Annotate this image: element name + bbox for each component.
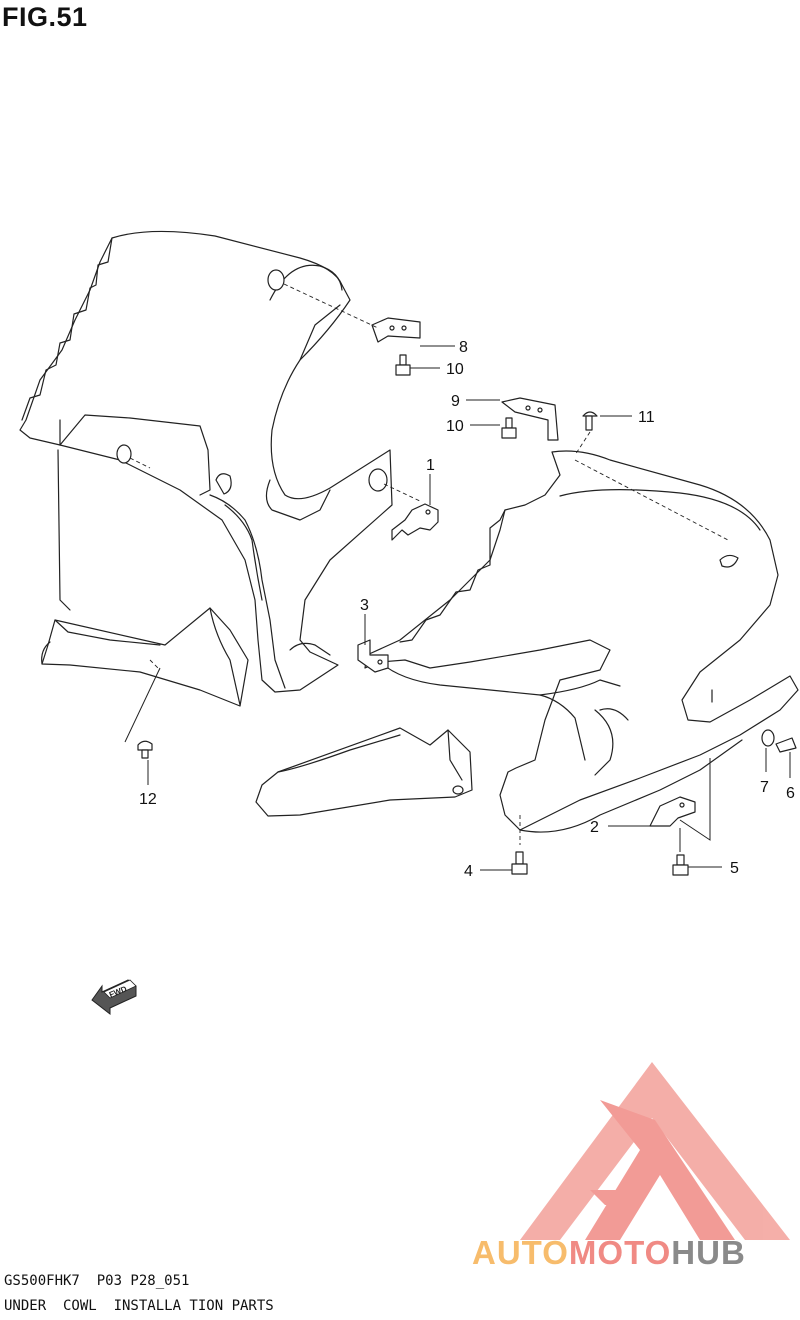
fwd-arrow-icon: FWD [91,979,137,1016]
callout-10-upper: 10 [446,361,464,378]
bracket-1 [391,503,439,541]
callout-3: 3 [360,597,369,614]
callout-11: 11 [638,409,655,426]
bolt-10-lower [501,417,517,439]
bolt-10-upper [395,354,411,376]
bolt-6 [775,737,797,753]
figure-title: FIG.51 [2,2,88,32]
callout-12: 12 [139,791,157,808]
nut-7 [761,729,775,747]
screw-12 [137,740,153,759]
bolt-5 [672,854,689,876]
callout-8: 8 [459,339,468,356]
diagram-caption: UNDER COWL INSTALLA TION PARTS [4,1298,274,1314]
watermark-moto: MOTO [568,1234,672,1271]
callout-4: 4 [464,863,473,880]
left-lower-front-panel [41,449,249,707]
screw-11 [582,411,598,431]
callout-6: 6 [786,785,795,802]
alignment-lines [129,283,729,845]
callout-10-lower: 10 [446,418,464,435]
callout-2: 2 [590,819,599,836]
leader-lines [124,345,791,871]
callout-7: 7 [760,779,769,796]
bracket-3 [357,639,389,673]
bolt-4 [511,851,528,875]
diagram-code: GS500FHK7 P03 P28_051 [4,1273,190,1289]
left-under-cowl [19,230,393,693]
bracket-8 [371,317,421,343]
callout-9: 9 [451,393,460,410]
bracket-9 [501,397,559,441]
right-lower-front-panel [255,727,473,817]
automotohub-watermark: AUTOMOTOHUB [472,1234,746,1272]
callout-1: 1 [426,457,435,474]
watermark-auto: AUTO [472,1234,569,1271]
callout-5: 5 [730,860,739,877]
bracket-2 [649,796,696,827]
watermark-hub: HUB [671,1234,746,1271]
automotohub-logo-icon [520,1062,790,1240]
